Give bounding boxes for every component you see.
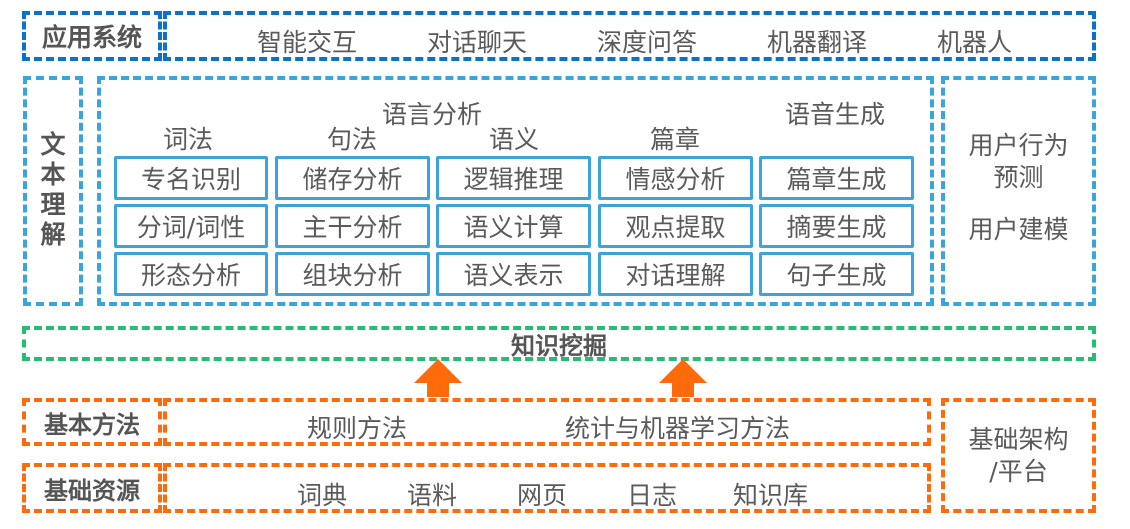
title-char: 本 [40, 160, 66, 189]
basic-resources-title: 基础资源 [44, 476, 140, 505]
basic-methods-title-box: 基本方法 [22, 398, 162, 446]
resource-item: 语料 [407, 481, 458, 510]
application-layer-title-box: 应用系统 [22, 11, 162, 61]
basic-resources-title-box: 基础资源 [22, 463, 162, 513]
infrastructure-box: 基础架构 /平台 [941, 398, 1096, 513]
up-arrow-icon [659, 359, 707, 397]
generation-cell: 摘要生成 [759, 204, 914, 248]
method-item: 统计与机器学习方法 [565, 414, 791, 443]
analysis-cell: 分词/词性 [114, 204, 268, 248]
resource-item: 知识库 [733, 481, 809, 510]
analysis-cell: 逻辑推理 [436, 156, 591, 200]
knowledge-mining-box: 知识挖掘 [22, 326, 1096, 361]
language-analysis-label: 语言分析 [382, 100, 483, 129]
basic-resources-items-box: 词典 语料 网页 日志 知识库 [163, 463, 931, 513]
infrastructure-line1: 基础架构 [968, 425, 1069, 454]
user-modeling: 用户建模 [968, 215, 1069, 244]
analysis-cell: 形态分析 [114, 252, 268, 296]
speech-generation-label: 语音生成 [785, 100, 886, 129]
language-analysis-box [97, 76, 934, 306]
user-behavior-line1: 用户行为 [968, 131, 1069, 160]
app-item: 智能交互 [257, 28, 358, 57]
analysis-cell: 储存分析 [275, 156, 430, 200]
analysis-cell: 情感分析 [598, 156, 753, 200]
infrastructure-line2: /平台 [989, 457, 1048, 486]
analysis-cell: 对话理解 [598, 252, 753, 296]
text-understanding-title-box: 文 本 理 解 [23, 76, 83, 306]
basic-methods-title: 基本方法 [44, 410, 140, 439]
analysis-cell: 语义表示 [436, 252, 591, 296]
resource-item: 网页 [517, 481, 568, 510]
analysis-cell: 组块分析 [275, 252, 430, 296]
basic-methods-items-box: 规则方法 统计与机器学习方法 [163, 398, 931, 446]
resource-item: 词典 [297, 481, 348, 510]
up-arrow-icon [414, 359, 462, 397]
user-behavior-line2: 预测 [993, 163, 1044, 192]
column-header: 语义 [489, 125, 540, 154]
title-char: 理 [40, 190, 66, 219]
title-char: 文 [40, 130, 66, 159]
generation-cell: 句子生成 [759, 252, 914, 296]
knowledge-mining-label: 知识挖掘 [511, 332, 607, 360]
generation-cell: 篇章生成 [759, 156, 914, 200]
app-item: 机器人 [937, 28, 1013, 57]
title-char: 解 [40, 220, 66, 249]
app-item: 对话聊天 [427, 28, 528, 57]
column-header: 句法 [327, 125, 378, 154]
application-layer-items-box: 智能交互 对话聊天 深度问答 机器翻译 机器人 [163, 11, 1096, 61]
app-item: 深度问答 [597, 28, 698, 57]
analysis-cell: 专名识别 [114, 156, 268, 200]
column-header: 篇章 [650, 125, 701, 154]
method-item: 规则方法 [307, 414, 408, 443]
analysis-cell: 主干分析 [275, 204, 430, 248]
column-header: 词法 [163, 125, 214, 154]
resource-item: 日志 [627, 481, 678, 510]
analysis-cell: 观点提取 [598, 204, 753, 248]
app-item: 机器翻译 [767, 28, 868, 57]
application-layer-title: 应用系统 [41, 23, 142, 52]
user-panel-box: 用户行为 预测 用户建模 [941, 76, 1096, 306]
analysis-cell: 语义计算 [436, 204, 591, 248]
